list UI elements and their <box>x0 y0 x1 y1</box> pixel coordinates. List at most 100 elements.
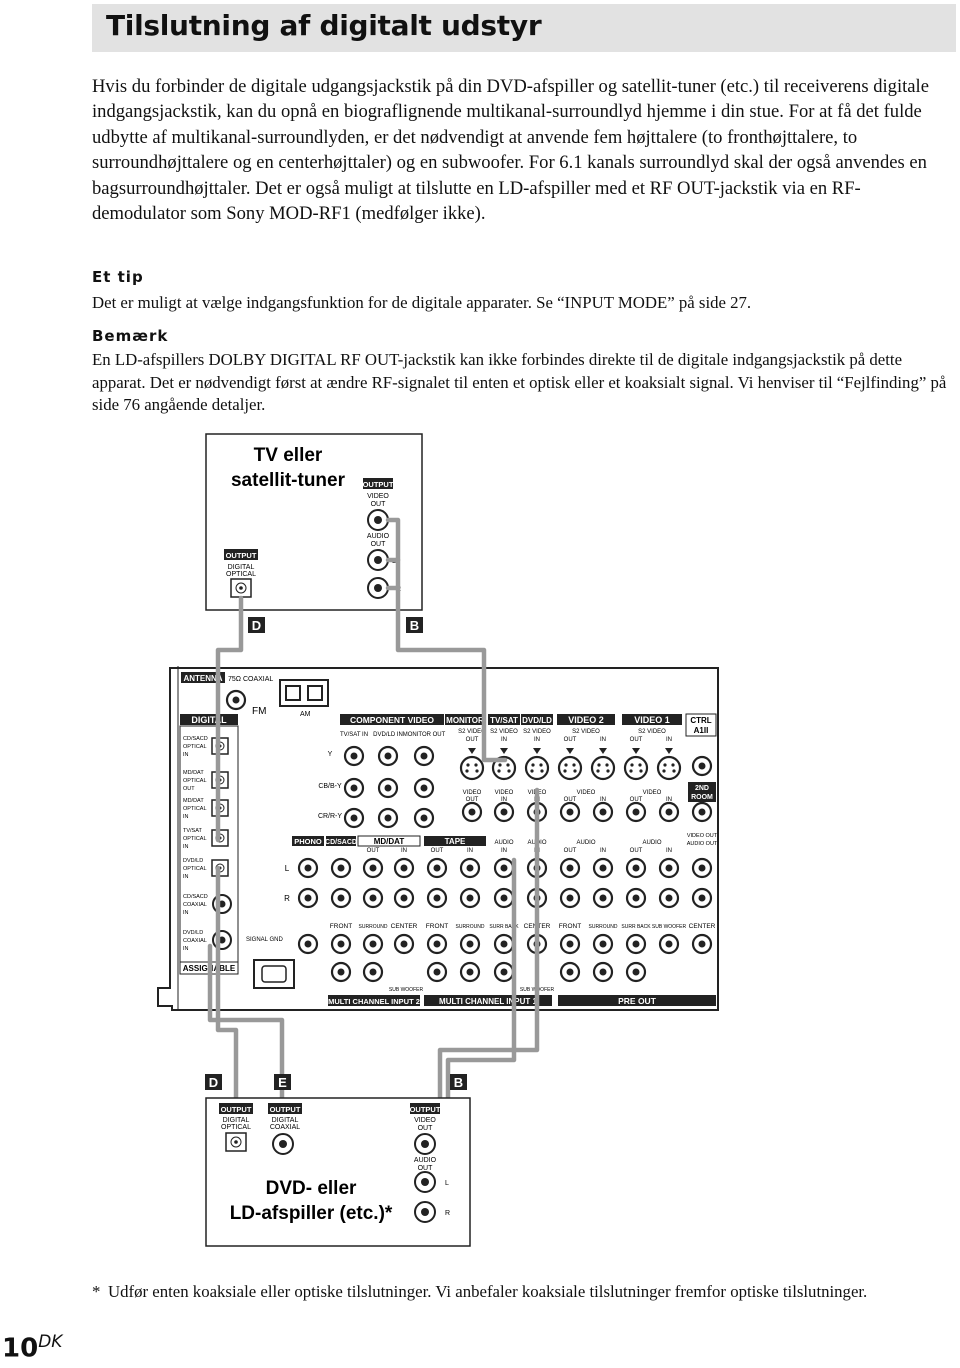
svg-text:OUTPUT: OUTPUT <box>410 1105 441 1114</box>
svg-text:R: R <box>284 894 290 903</box>
svg-text:IN: IN <box>501 848 507 854</box>
svg-text:IN: IN <box>183 844 189 850</box>
tip-text: Det er muligt at vælge indgangsfunktion … <box>92 293 752 312</box>
svg-text:IN: IN <box>501 737 507 743</box>
svg-text:L: L <box>445 1180 449 1187</box>
s-video-jack <box>491 755 517 781</box>
svg-text:MONITOR OUT: MONITOR OUT <box>403 732 446 738</box>
note-heading: Bemærk <box>92 327 169 345</box>
tv-box-title-2: satellit-tuner <box>231 470 346 491</box>
svg-text:OPTICAL: OPTICAL <box>183 778 207 784</box>
dvd-box-title-1: DVD- eller <box>266 1178 357 1199</box>
svg-text:OUT: OUT <box>371 541 387 548</box>
svg-text:OPTICAL: OPTICAL <box>183 744 207 750</box>
footnote: * Udfør enten koaksiale eller optiske ti… <box>92 1282 868 1301</box>
svg-text:VIDEO: VIDEO <box>463 790 482 796</box>
svg-text:OUT: OUT <box>630 848 643 854</box>
s-video-jack <box>656 755 682 781</box>
svg-text:SIGNAL GND: SIGNAL GND <box>246 937 283 943</box>
cable-dvd-video <box>437 787 540 1125</box>
svg-text:CD/SACD: CD/SACD <box>183 736 208 742</box>
svg-text:OUTPUT: OUTPUT <box>221 1105 252 1114</box>
svg-text:SUB WOOFER: SUB WOOFER <box>389 987 424 993</box>
svg-text:R: R <box>445 1210 450 1217</box>
svg-text:L: L <box>285 864 290 873</box>
svg-text:DIGITAL: DIGITAL <box>228 564 255 571</box>
s-video-jack <box>557 755 583 781</box>
svg-text:VIDEO: VIDEO <box>367 493 389 500</box>
svg-text:OUT: OUT <box>418 1165 434 1172</box>
cable-label-b-top: B <box>406 617 423 633</box>
s-video-jack <box>590 755 616 781</box>
antenna-label: ANTENNA <box>183 674 222 683</box>
svg-text:D: D <box>252 618 261 633</box>
svg-text:DIGITAL: DIGITAL <box>223 1117 250 1124</box>
receiver-rear-panel: ANTENNA 75Ω COAXIAL FM AM DIGITAL CD/SAC… <box>157 666 719 1011</box>
svg-text:DVD/LD: DVD/LD <box>183 930 203 936</box>
svg-text:MULTI CHANNEL INPUT 2: MULTI CHANNEL INPUT 2 <box>328 997 420 1006</box>
channel-label: FRONT <box>559 923 581 930</box>
svg-text:COAXIAL: COAXIAL <box>270 1124 300 1131</box>
channel-label: SURR BACK <box>489 924 519 930</box>
channel-label: SURROUND <box>359 924 388 930</box>
svg-text:IN: IN <box>600 848 606 854</box>
svg-text:OUT: OUT <box>466 797 479 803</box>
svg-text:OUT: OUT <box>630 737 643 743</box>
cable-tv-video <box>385 517 508 763</box>
channel-label: FRONT <box>330 923 352 930</box>
tv-box-title-1: TV eller <box>254 445 323 466</box>
dvd-box-title-2: LD-afspiller (etc.)* <box>230 1203 393 1224</box>
svg-text:S2 VIDEO: S2 VIDEO <box>458 729 486 735</box>
svg-text:CD/SACD: CD/SACD <box>183 894 208 900</box>
svg-text:OUT: OUT <box>371 501 387 508</box>
svg-text:IN: IN <box>501 797 507 803</box>
svg-text:MD/DAT: MD/DAT <box>183 770 204 776</box>
svg-text:75Ω COAXIAL: 75Ω COAXIAL <box>228 676 273 683</box>
svg-text:D: D <box>209 1075 218 1090</box>
svg-text:VIDEO 1: VIDEO 1 <box>634 715 670 725</box>
svg-text:MD/DAT: MD/DAT <box>183 798 204 804</box>
channel-label: SURR BACK <box>621 924 651 930</box>
svg-text:OUTPUT: OUTPUT <box>270 1105 301 1114</box>
svg-text:IN: IN <box>534 737 540 743</box>
digital-label: DIGITAL <box>191 715 227 725</box>
svg-text:VIDEO OUT: VIDEO OUT <box>687 833 718 839</box>
intro-paragraph: Hvis du forbinder de digitale udgangsjac… <box>92 76 929 225</box>
svg-text:IN: IN <box>600 737 606 743</box>
svg-text:AUDIO OUT: AUDIO OUT <box>687 841 718 847</box>
svg-text:IN: IN <box>183 946 189 952</box>
svg-text:COAXIAL: COAXIAL <box>183 938 207 944</box>
cable-label-d-bottom: D <box>205 1074 222 1090</box>
svg-text:AUDIO: AUDIO <box>414 1157 437 1164</box>
cable-tv-optical <box>215 595 244 843</box>
svg-text:E: E <box>278 1075 287 1090</box>
svg-text:MULTI CHANNEL INPUT 1: MULTI CHANNEL INPUT 1 <box>439 997 537 1006</box>
svg-text:FM: FM <box>252 706 266 717</box>
svg-text:OUT: OUT <box>367 848 380 854</box>
s-video-jack <box>459 755 485 781</box>
svg-text:COAXIAL: COAXIAL <box>183 902 207 908</box>
svg-text:IN: IN <box>666 737 672 743</box>
svg-text:VIDEO: VIDEO <box>577 790 596 796</box>
svg-text:VIDEO: VIDEO <box>495 790 514 796</box>
channel-label: SURROUND <box>589 924 618 930</box>
tv-digital-output-tag: OUTPUT <box>226 551 257 560</box>
svg-text:IN: IN <box>183 874 189 880</box>
svg-text:AM: AM <box>300 711 311 718</box>
s-video-jack <box>623 755 649 781</box>
svg-text:OPTICAL: OPTICAL <box>221 1124 251 1131</box>
cable-label-e-bottom: E <box>274 1074 291 1090</box>
svg-text:CB/B-Y: CB/B-Y <box>318 783 342 790</box>
component-video-label: COMPONENT VIDEO <box>350 715 434 725</box>
svg-text:AUDIO: AUDIO <box>494 840 513 846</box>
channel-label: SURROUND <box>456 924 485 930</box>
svg-text:OPTICAL: OPTICAL <box>183 806 207 812</box>
svg-text:OUT: OUT <box>564 737 577 743</box>
svg-text:AUDIO: AUDIO <box>576 840 595 846</box>
svg-text:TV/SAT IN: TV/SAT IN <box>340 732 368 738</box>
svg-text:MONITOR: MONITOR <box>446 716 484 725</box>
svg-text:S2 VIDEO: S2 VIDEO <box>523 729 551 735</box>
svg-text:IN: IN <box>666 848 672 854</box>
svg-text:DVD/LD: DVD/LD <box>183 858 203 864</box>
cable-label-d-top: D <box>248 617 265 633</box>
